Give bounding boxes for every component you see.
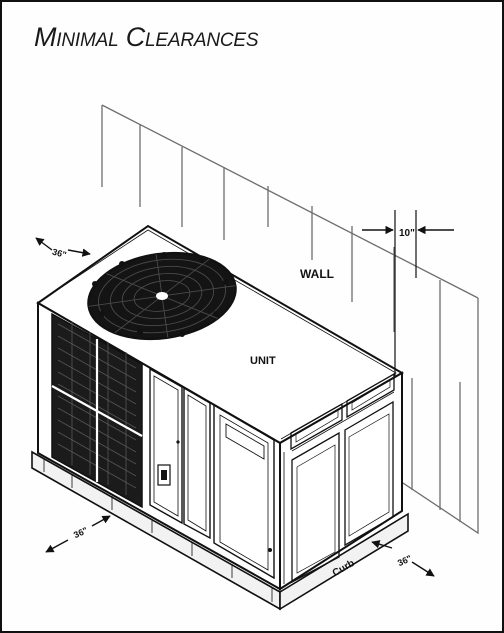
- rear-left-arrow: [35, 237, 53, 251]
- dimension-arrows: [35, 210, 454, 577]
- page-title: Minimal Clearances: [34, 22, 259, 52]
- front-right-arrow: [371, 540, 393, 549]
- unit-side: [279, 371, 403, 591]
- front-right-label: 36": [396, 553, 413, 568]
- wall: [101, 104, 479, 535]
- disconnect-switch-icon: [157, 464, 171, 486]
- front-left-arrow: [45, 539, 69, 553]
- front-left-label: 36": [72, 525, 89, 540]
- rear-left-label: 36": [51, 247, 67, 260]
- fan-grille-icon: [87, 251, 237, 341]
- wall-label: WALL: [300, 267, 334, 281]
- unit-label: UNIT: [250, 355, 276, 367]
- wall-gap-label: 10": [399, 228, 415, 239]
